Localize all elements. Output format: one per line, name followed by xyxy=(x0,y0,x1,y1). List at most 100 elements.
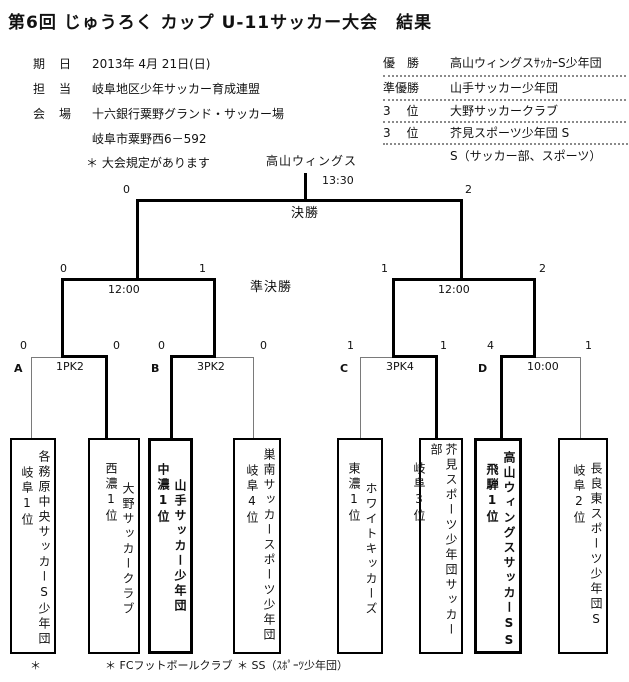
team-name: 大野サッカークラブ xyxy=(121,482,135,617)
venue-label: 会 場 xyxy=(33,107,73,121)
final-time: 13:30 xyxy=(322,174,354,187)
team-box-yamate: 山手サッカー少年団 中濃1位 xyxy=(148,438,193,654)
qf-a-label: A xyxy=(14,362,23,375)
result-separator xyxy=(383,121,626,123)
result-separator xyxy=(383,99,626,101)
final-champion-stem xyxy=(304,173,307,201)
qf-a-left-drop xyxy=(31,357,32,438)
team-seed: 東濃1位 xyxy=(347,462,361,524)
result-team-2: 山手サッカー少年団 xyxy=(450,81,559,95)
date-label: 期 日 xyxy=(33,57,73,71)
result-rank-3: 3 位 xyxy=(383,104,419,118)
team-name: 山手サッカー少年団 xyxy=(173,479,187,614)
team-box-sunami: 巣南サッカースポーツ少年団 岐阜4位 xyxy=(233,438,281,654)
qf-b-left-score: 0 xyxy=(158,339,165,352)
sf1-left-score: 0 xyxy=(60,262,67,275)
team-name: 長良東スポーツ少年団S xyxy=(589,462,603,629)
team-box-whitekickers: ホワイトキッカーズ 東濃1位 xyxy=(337,438,383,654)
team-seed: 岐阜3位 xyxy=(412,462,426,524)
result-team-3: 大野サッカークラブ xyxy=(450,104,559,118)
qf-d-left-score: 4 xyxy=(487,339,494,352)
result-separator xyxy=(383,143,628,145)
team-box-akutami: 芥見スポーツ少年団サッカー部 岐阜3位 xyxy=(412,438,463,654)
qf-c-bar-left xyxy=(360,357,394,358)
final-left-drop xyxy=(136,199,139,281)
qf-d-left-drop xyxy=(500,355,503,438)
final-bar xyxy=(136,199,463,202)
team-seed: 岐阜2位 xyxy=(572,464,586,526)
team-seed: 飛騨1位 xyxy=(485,463,499,525)
qf-a-left-score: 0 xyxy=(20,339,27,352)
final-right-score: 2 xyxy=(465,183,472,196)
qf-c-label: C xyxy=(340,362,349,375)
qf-b-bar-right xyxy=(216,357,254,358)
team-name: 芥見スポーツ少年団サッカー部 xyxy=(429,443,458,638)
footnote-fc: ＊ FCフットボールクラブ xyxy=(105,659,233,672)
team-seed: 岐阜4位 xyxy=(245,464,259,526)
sf1-right-score: 1 xyxy=(199,262,206,275)
qf-a-right-score: 0 xyxy=(113,339,120,352)
qf-d-label: D xyxy=(478,362,488,375)
qf-c-left-drop xyxy=(360,357,361,438)
qf-c-left-score: 1 xyxy=(347,339,354,352)
team-box-takayama: 高山ウィングスサッカーSS 飛騨1位 xyxy=(474,438,522,654)
team-name: ホワイトキッカーズ xyxy=(364,482,378,617)
team-name: 巣南サッカースポーツ少年団 xyxy=(262,448,276,643)
sf1-left-drop xyxy=(61,278,64,358)
results-abbreviation-note: S（サッカー部、スポーツ） xyxy=(450,149,602,163)
final-right-drop xyxy=(460,199,463,281)
sf2-bar xyxy=(392,278,536,281)
team-seed: 中濃1位 xyxy=(156,463,170,525)
final-left-score: 0 xyxy=(123,183,130,196)
qf-a-note: 1PK2 xyxy=(56,360,84,373)
result-team-1: 高山ウィングスｻｯｶｰS少年団 xyxy=(450,56,602,70)
result-team-4: 芥見スポーツ少年団 S xyxy=(450,126,570,140)
qf-c-bar-right xyxy=(392,355,438,358)
qf-a-bar-left xyxy=(31,357,65,358)
qf-b-right-score: 0 xyxy=(260,339,267,352)
sf2-right-score: 2 xyxy=(539,262,546,275)
qf-c-right-score: 1 xyxy=(440,339,447,352)
final-label: 決勝 xyxy=(291,206,320,221)
date-value: 2013年 4月 21日(日) xyxy=(92,57,211,71)
qf-d-note: 10:00 xyxy=(527,360,559,373)
qf-d-right-score: 1 xyxy=(585,339,592,352)
qf-b-right-drop xyxy=(253,357,254,438)
qf-b-label: B xyxy=(151,362,160,375)
sf2-right-drop xyxy=(533,278,536,358)
team-box-nagarahigashi: 長良東スポーツ少年団S 岐阜2位 xyxy=(558,438,608,654)
page-title: 第6回 じゅうろく カップ U-11サッカー大会 結果 xyxy=(8,13,433,33)
team-box-kakamigahara: 各務原中央サッカーS少年団 岐阜1位 xyxy=(10,438,56,654)
qf-d-right-drop xyxy=(580,357,581,438)
semifinal-label: 準決勝 xyxy=(250,280,293,295)
sf1-bar xyxy=(61,278,216,281)
qf-c-right-drop xyxy=(435,355,438,438)
qf-d-bar-right xyxy=(536,357,581,358)
team-name: 各務原中央サッカーS少年団 xyxy=(37,450,51,647)
champion-name: 高山ウィングス xyxy=(266,154,358,168)
sf1-time: 12:00 xyxy=(108,283,140,296)
result-rank-2: 準優勝 xyxy=(383,81,420,95)
footnote-ss: ＊ SS（ｽﾎﾟｰﾂ少年団） xyxy=(237,659,348,672)
qf-a-right-drop xyxy=(105,355,108,438)
team-seed: 岐阜1位 xyxy=(20,466,34,528)
venue-address: 岐阜市粟野西6－592 xyxy=(92,132,207,146)
qf-b-note: 3PK2 xyxy=(197,360,225,373)
result-separator xyxy=(383,75,626,77)
venue-value: 十六銀行粟野グランド・サッカー場 xyxy=(92,107,285,121)
team-name: 高山ウィングスサッカーSS xyxy=(502,451,516,650)
sf2-left-score: 1 xyxy=(381,262,388,275)
organizer-label: 担 当 xyxy=(33,82,73,96)
qf-c-note: 3PK4 xyxy=(386,360,414,373)
sf2-left-drop xyxy=(392,278,395,358)
result-rank-4: 3 位 xyxy=(383,126,419,140)
sf1-right-drop xyxy=(213,278,216,358)
qf-d-bar-left xyxy=(500,355,536,358)
result-rank-1: 優 勝 xyxy=(383,56,420,70)
team-seed: 西濃1位 xyxy=(104,462,118,524)
qf-a-bar-right xyxy=(61,355,108,358)
footnote-asterisk: ＊ xyxy=(30,659,41,672)
sf2-time: 12:00 xyxy=(438,283,470,296)
team-box-ohno: 大野サッカークラブ 西濃1位 xyxy=(88,438,140,654)
qf-b-bar-left xyxy=(170,355,216,358)
